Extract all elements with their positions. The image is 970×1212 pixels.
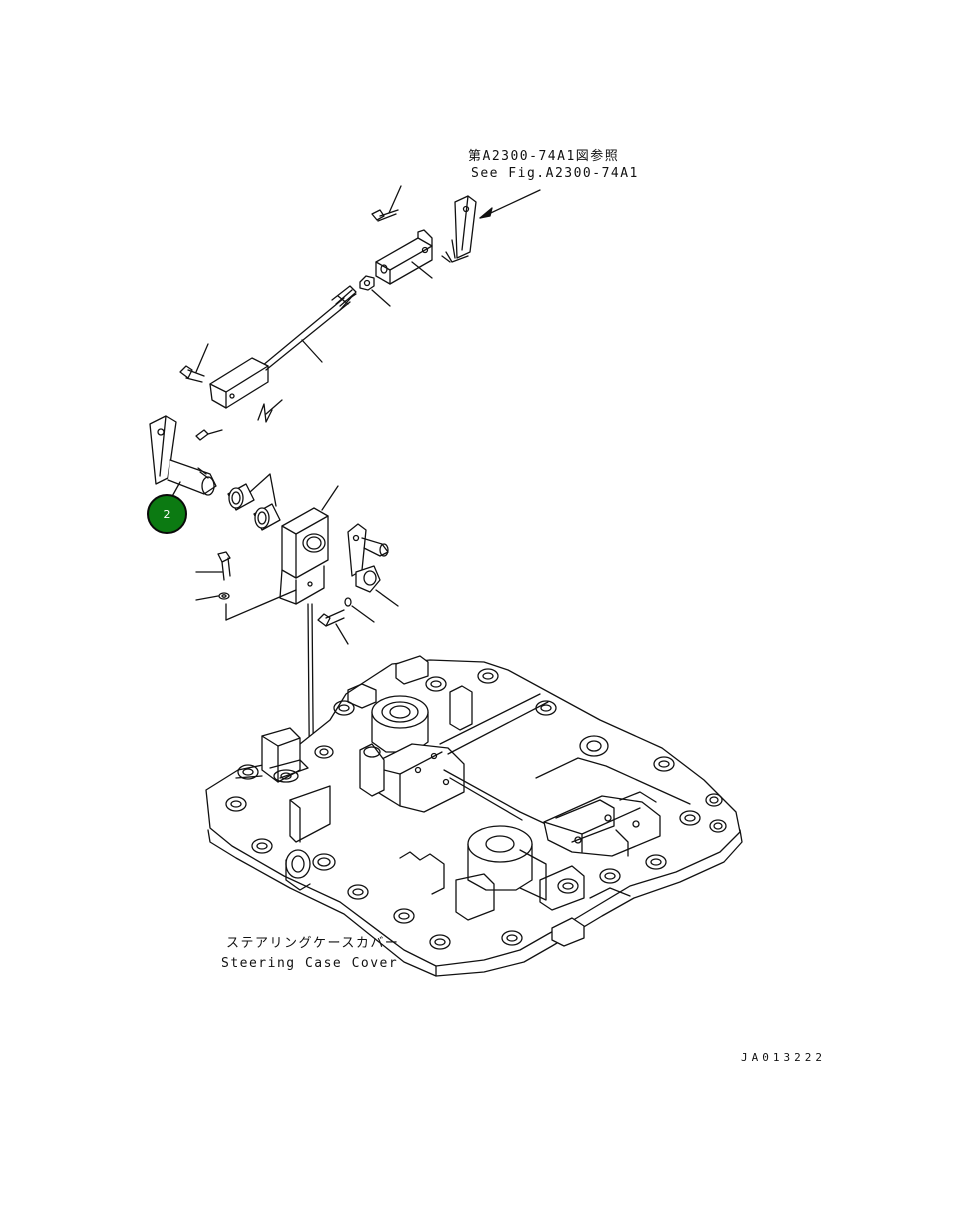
cotter-pin [257,399,283,423]
callout-badge-2[interactable]: 2 [147,494,187,534]
case-label-en: Steering Case Cover [221,956,399,971]
reference-bracket [441,189,541,263]
steering-case-cover [205,655,743,977]
threaded-rod [261,285,357,371]
bolt-left [179,343,209,383]
bolt-top [371,185,402,222]
case-label-ja: ステアリングケースカバー [226,936,400,951]
clevis-block-top [375,229,433,285]
right-lever [347,523,399,607]
drawing-number: JA013222 [741,1051,826,1064]
bolt-washer-center [317,597,375,645]
nut [359,275,391,307]
bushings [227,473,281,531]
rod-clevis [209,357,269,409]
reference-note-en: See Fig.A2300-74A1 [471,166,639,181]
callout-number: 2 [163,507,171,521]
bolt-washer-left [195,551,231,621]
lever-shaft [149,415,223,501]
reference-note-ja: 第A2300-74A1図参照 [468,149,620,164]
